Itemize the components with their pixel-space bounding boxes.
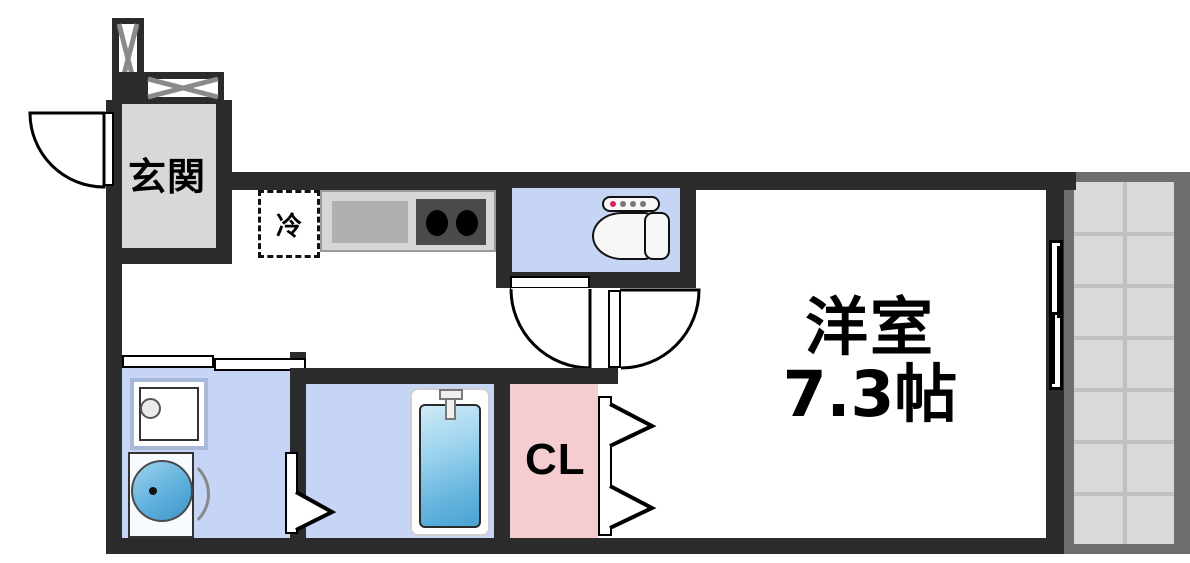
wall-closet-top [494, 368, 618, 384]
toilet-indicator-dot [640, 201, 646, 207]
washroom-sliding-door-panel[interactable] [122, 355, 214, 368]
bathtub-basin [419, 404, 481, 528]
main-room-size: 7.3帖 [782, 358, 958, 431]
toilet-indicator-dot [610, 201, 616, 207]
wall-top-outer [216, 172, 1076, 190]
toilet-bowl [592, 212, 652, 260]
washing-machine-knob [140, 398, 161, 419]
entrance-label: 玄関 [128, 155, 207, 199]
wall-washroom-top [106, 352, 122, 368]
wall-bath-right [494, 368, 510, 538]
wall-hatched-horizontal [112, 72, 224, 104]
closet-floor [510, 384, 598, 538]
entrance-door-swing-arc [28, 111, 106, 189]
wall-bath-top [290, 368, 510, 384]
gas-stove [416, 199, 486, 245]
main-room-door-leaf[interactable] [608, 290, 621, 368]
wall-closet-right [602, 368, 618, 384]
wall-entrance-bottom [106, 248, 232, 264]
main-room-name: 洋室 [805, 291, 935, 364]
closet-door-leaf[interactable] [598, 396, 612, 536]
entrance-floor [120, 104, 216, 260]
closet-label: CL [525, 435, 586, 484]
stove-burner [456, 210, 478, 236]
closet-folding-door-symbol-lower [609, 482, 657, 530]
refrigerator-space: 冷 [258, 190, 320, 258]
toilet-door-swing-arc [509, 288, 592, 370]
balcony-railing-grid [1074, 182, 1174, 544]
closet-folding-door-symbol-upper [609, 400, 657, 448]
balcony-sash-bar [1057, 246, 1060, 318]
toilet-indicator-dot [630, 201, 636, 207]
kitchen-counter [320, 190, 496, 252]
main-room-label: 洋室 7.3帖 [760, 296, 980, 426]
balcony-sash-divider [1049, 312, 1063, 315]
kitchen-sink [332, 201, 408, 243]
wall-left-outer [106, 248, 122, 554]
balcony-sash-bar [1052, 312, 1055, 384]
wall-toilet-right [680, 172, 696, 288]
bathtub-spout [445, 398, 456, 420]
toilet-control-panel [602, 196, 660, 212]
toilet-tank [644, 212, 670, 260]
main-room-door-swing-arc [620, 288, 701, 370]
washroom-sliding-door-panel[interactable] [214, 358, 306, 371]
refrigerator-label: 冷 [275, 211, 302, 242]
wash-basin-arc [134, 456, 210, 532]
stove-burner [426, 210, 448, 236]
toilet-indicator-dot [620, 201, 626, 207]
wall-bottom-outer [106, 538, 1062, 554]
wall-toilet-left [496, 172, 512, 288]
bath-folding-door-symbol [295, 486, 337, 532]
